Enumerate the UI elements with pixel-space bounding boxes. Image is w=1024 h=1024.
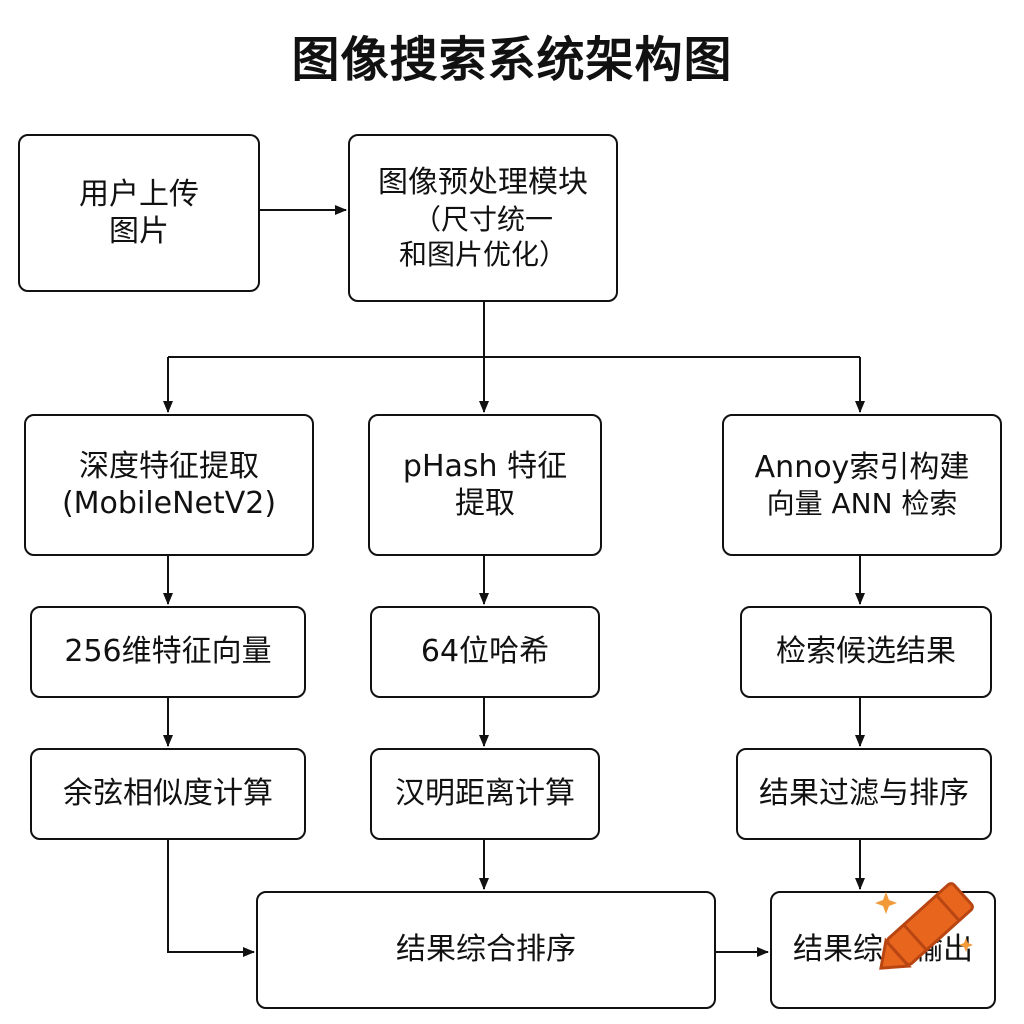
node-hamming-distance: 汉明距离计算: [370, 748, 600, 840]
node-annoy-line-2: 向量 ANN 检索: [766, 487, 958, 521]
node-mobilenet-line-1: 深度特征提取: [79, 448, 259, 484]
arrow-cosine-to-fusion: [167, 840, 255, 957]
node-user-upload: 用户上传 图片: [18, 134, 260, 292]
node-phash: pHash 特征 提取: [368, 414, 602, 556]
node-256-vector-line-1: 256维特征向量: [64, 634, 272, 670]
node-result-fusion: 结果综合排序: [256, 891, 716, 1009]
node-64-bit-hash-line-1: 64位哈希: [420, 634, 550, 670]
node-preprocess-line-3: 和图片优化）: [398, 237, 567, 271]
diagram-title: 图像搜索系统架构图: [291, 32, 733, 88]
node-preprocess-line-2: （尺寸统一: [412, 202, 553, 236]
node-64-bit-hash: 64位哈希: [370, 606, 600, 698]
node-user-upload-line-1: 用户上传: [79, 176, 199, 212]
node-256-vector: 256维特征向量: [30, 606, 306, 698]
node-preprocess: 图像预处理模块 （尺寸统一 和图片优化）: [348, 134, 618, 302]
node-mobilenet-line-2: (MobileNetV2): [61, 486, 277, 521]
node-mobilenet: 深度特征提取 (MobileNetV2): [24, 414, 314, 556]
node-preprocess-line-1: 图像预处理模块: [378, 165, 588, 201]
node-annoy-line-1: Annoy索引构建: [754, 449, 970, 485]
crayon-icon: [875, 882, 974, 970]
node-hamming-distance-line-1: 汉明距离计算: [395, 776, 575, 812]
node-phash-line-1: pHash 特征: [402, 448, 568, 484]
node-result-fusion-line-1: 结果综合排序: [396, 932, 576, 968]
node-candidates-line-1: 检索候选结果: [776, 634, 956, 670]
node-annoy: Annoy索引构建 向量 ANN 检索: [722, 414, 1002, 556]
node-cosine-similarity-line-1: 余弦相似度计算: [63, 776, 273, 812]
node-cosine-similarity: 余弦相似度计算: [30, 748, 306, 840]
node-result-filter: 结果过滤与排序: [736, 748, 992, 840]
node-phash-line-2: 提取: [455, 486, 515, 521]
node-candidates: 检索候选结果: [740, 606, 992, 698]
node-result-filter-line-1: 结果过滤与排序: [759, 776, 969, 812]
node-user-upload-line-2: 图片: [109, 214, 169, 249]
